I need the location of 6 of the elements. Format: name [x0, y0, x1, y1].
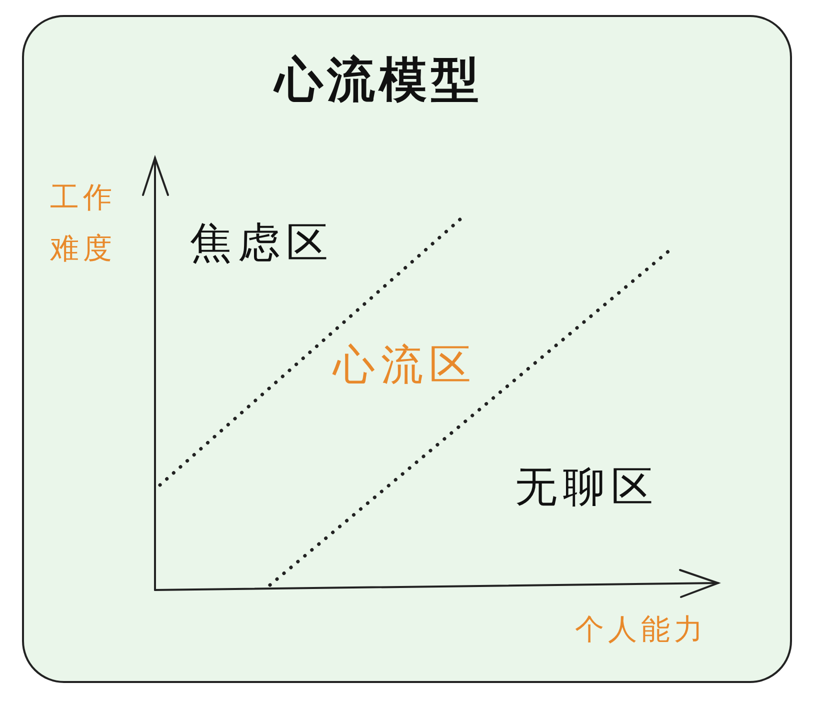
zone-label: 焦虑区 [190, 218, 334, 268]
zone-label: 心流区 [333, 340, 477, 390]
zone-label: 无聊区 [515, 462, 659, 512]
title: 心流模型 [275, 52, 483, 110]
axis-label: 工作难度 [50, 179, 116, 267]
axis-label: 个人能力 [575, 612, 707, 647]
